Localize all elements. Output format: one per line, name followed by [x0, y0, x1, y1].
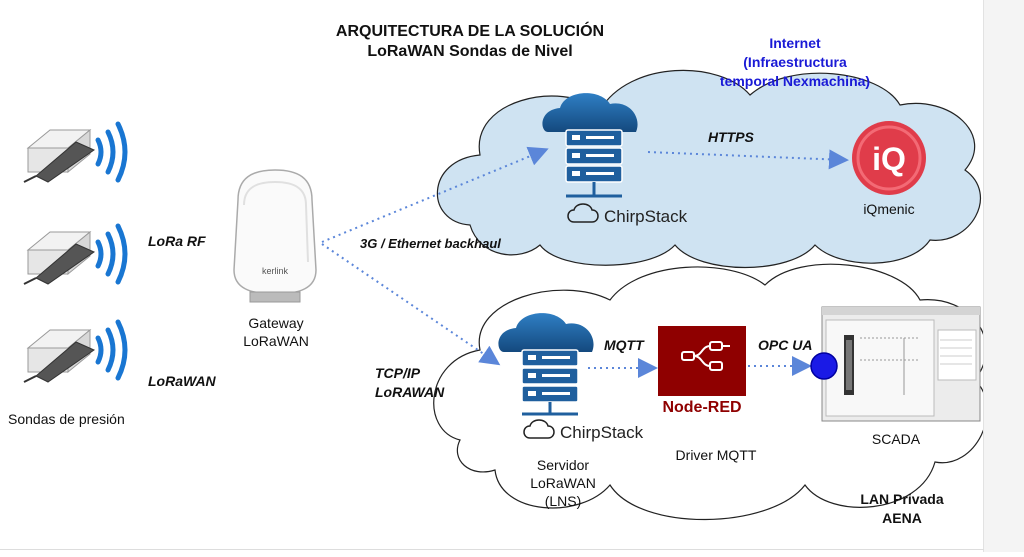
kerlink-logo: kerlink — [262, 266, 289, 276]
gateway-label-line2: LoRaWAN — [243, 333, 309, 349]
opcua-label: OPC UA — [758, 337, 812, 353]
internet-label-line2: (Infraestructura — [743, 54, 847, 70]
internet-label-line1: Internet — [769, 35, 821, 51]
chirpstack-logo-bottom: ChirpStack — [523, 419, 644, 442]
svg-text:ChirpStack: ChirpStack — [604, 207, 688, 226]
arrow-gateway-internet — [321, 146, 549, 243]
iqmenic-label: iQmenic — [863, 201, 914, 217]
iqmenic-logo: iQ — [852, 121, 926, 195]
sensor-2 — [23, 230, 96, 285]
mqtt-label: MQTT — [604, 337, 645, 353]
internet-label-line3: temporal Nexmachina) — [720, 73, 870, 89]
svg-text:Node-RED: Node-RED — [662, 399, 741, 416]
chirpstack-logo-top: ChirpStack — [567, 203, 688, 226]
tcpip-label-line1: TCP/IP — [375, 365, 421, 381]
lan-label-line1: LAN Privada — [860, 491, 943, 507]
server-icon-top — [542, 93, 638, 198]
gateway-device: kerlink — [233, 169, 317, 303]
https-label: HTTPS — [708, 129, 755, 145]
lorawan-label: LoRaWAN — [148, 373, 217, 389]
servidor-label-line3: (LNS) — [545, 493, 582, 509]
servidor-label-line1: Servidor — [537, 457, 589, 473]
opcua-endpoint-icon — [810, 352, 838, 380]
wave-icon-1 — [95, 121, 128, 183]
bottom-divider — [0, 549, 984, 550]
diagram-title-line1: ARQUITECTURA DE LA SOLUCIÓN — [336, 21, 604, 40]
servidor-label-line2: LoRaWAN — [530, 475, 596, 491]
driver-label: Driver MQTT — [676, 447, 757, 463]
wave-icon-2 — [95, 223, 128, 285]
lora-rf-label: LoRa RF — [148, 233, 206, 249]
sensor-1 — [23, 128, 96, 183]
arrow-gateway-lan — [321, 243, 501, 366]
tcpip-label-line2: LoRAWAN — [375, 384, 445, 400]
diagram-title-line2: LoRaWAN Sondas de Nivel — [367, 43, 572, 60]
server-icon-bottom — [498, 313, 594, 416]
gateway-label-line1: Gateway — [248, 315, 303, 331]
backhaul-label: 3G / Ethernet backhaul — [360, 236, 501, 251]
wave-icon-3 — [95, 319, 128, 381]
sensor-3 — [23, 328, 96, 383]
svg-text:ChirpStack: ChirpStack — [560, 423, 644, 442]
sondas-label: Sondas de presión — [8, 411, 125, 427]
scada-screen — [821, 306, 981, 422]
right-panel-strip — [983, 0, 1024, 552]
scada-label: SCADA — [872, 431, 921, 447]
svg-text:iQ: iQ — [872, 141, 906, 177]
nodered-logo: Node-RED — [658, 326, 746, 416]
lan-label-line2: AENA — [882, 510, 922, 526]
